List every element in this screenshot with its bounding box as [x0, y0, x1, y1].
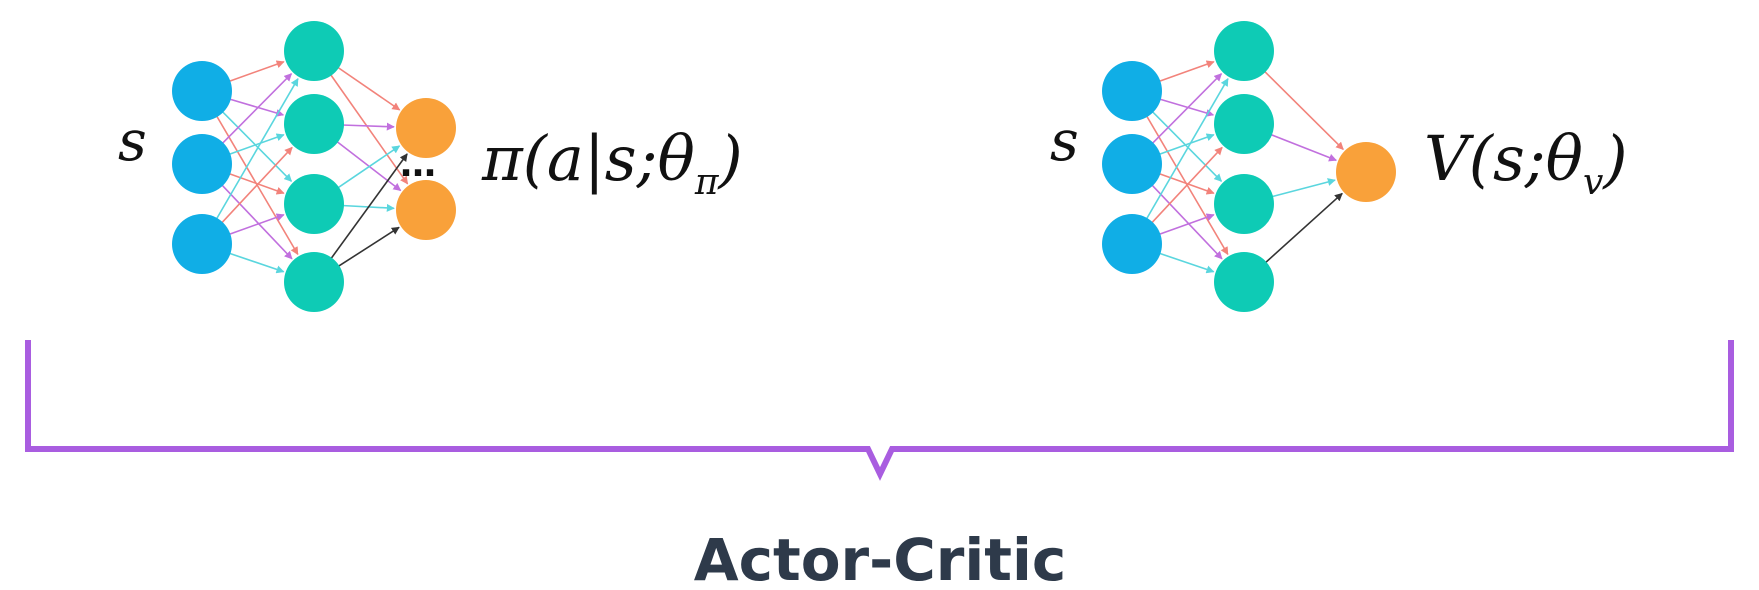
actor-hidden-node-3	[284, 174, 344, 234]
critic-edge-input-2-hidden-1	[1151, 73, 1223, 145]
actor-input-node-1	[172, 61, 232, 121]
actor-policy-label: π(a|s;θπ)	[481, 122, 743, 203]
critic-edge-input-2-hidden-4	[1150, 183, 1223, 260]
actor-edge-hidden-1-output-2	[329, 73, 409, 185]
critic-value-label-close: )	[1601, 122, 1627, 195]
critic-value-label-subscript: v	[1583, 162, 1603, 203]
critic-hidden-node-4	[1214, 252, 1274, 312]
critic-hidden-node-1	[1214, 21, 1274, 81]
actor-edge-input-2-hidden-1	[221, 73, 293, 145]
critic-input-label: s	[1050, 109, 1079, 174]
actor-input-node-2	[172, 134, 232, 194]
actor-edge-hidden-4-output-2	[337, 226, 400, 268]
actor-edge-hidden-3-output-1	[336, 145, 401, 189]
critic-input-node-2	[1102, 134, 1162, 194]
critic-nodes	[1102, 21, 1396, 312]
critic-hidden-node-3	[1214, 174, 1274, 234]
critic-edge-input-2-hidden-3	[1158, 172, 1215, 195]
actor-output-node-2	[396, 180, 456, 240]
critic-edge-input-3-hidden-4	[1158, 252, 1215, 274]
actor-edge-hidden-1-output-1	[336, 66, 401, 111]
actor-edge-input-2-hidden-4	[220, 183, 293, 260]
actor-input-label: s	[118, 109, 147, 174]
diagram-caption: Actor-Critic	[694, 526, 1067, 590]
critic-edge-input-1-hidden-2	[1158, 98, 1215, 117]
actor-edge-input-1-hidden-1	[228, 60, 285, 83]
actor-network	[172, 21, 456, 312]
critic-edge-input-3-hidden-2	[1150, 146, 1223, 225]
actor-edges	[215, 60, 409, 274]
critic-value-label: V(s;θv)	[1424, 122, 1628, 203]
actor-edge-hidden-4-output-1	[329, 153, 408, 260]
actor-hidden-node-2	[284, 94, 344, 154]
critic-edge-hidden-2-output-1	[1269, 133, 1337, 162]
critic-edge-input-1-hidden-1	[1158, 60, 1215, 83]
actor-edge-input-3-hidden-4	[228, 252, 285, 274]
actor-edge-input-2-hidden-3	[228, 172, 285, 195]
critic-input-node-3	[1102, 214, 1162, 274]
actor-edge-hidden-2-output-1	[341, 122, 395, 131]
actor-ellipsis: …	[400, 144, 436, 185]
critic-edge-input-2-hidden-2	[1158, 133, 1215, 156]
actor-edge-input-3-hidden-2	[220, 146, 293, 225]
actor-policy-label-main: π(a|s;θ	[481, 122, 695, 195]
actor-edge-input-1-hidden-2	[228, 98, 285, 117]
actor-edge-hidden-2-output-2	[335, 140, 402, 192]
actor-policy-label-close: )	[717, 122, 743, 195]
critic-edge-hidden-4-output-1	[1264, 192, 1343, 264]
critic-edges	[1145, 60, 1344, 274]
actor-edge-input-1-hidden-3	[221, 110, 293, 182]
critic-input-node-1	[1102, 61, 1162, 121]
actor-hidden-node-4	[284, 252, 344, 312]
critic-output-node-1	[1336, 142, 1396, 202]
actor-edge-input-3-hidden-3	[228, 213, 285, 236]
actor-edge-input-2-hidden-2	[228, 133, 285, 156]
critic-value-label-main: V(s;θ	[1424, 122, 1583, 195]
critic-network	[1102, 21, 1396, 312]
critic-hidden-node-2	[1214, 94, 1274, 154]
grouping-bracket	[25, 340, 1734, 481]
critic-edge-input-3-hidden-1	[1145, 77, 1229, 221]
actor-edge-input-3-hidden-1	[215, 77, 299, 221]
actor-nodes	[172, 21, 456, 312]
actor-output-node-1	[396, 98, 456, 158]
actor-policy-label-subscript: π	[694, 162, 720, 203]
actor-hidden-node-1	[284, 21, 344, 81]
critic-edge-hidden-3-output-1	[1270, 178, 1336, 198]
actor-input-node-3	[172, 214, 232, 274]
critic-edge-input-3-hidden-3	[1158, 213, 1215, 236]
critic-edge-hidden-1-output-1	[1263, 70, 1344, 151]
critic-edge-input-1-hidden-3	[1151, 110, 1223, 182]
